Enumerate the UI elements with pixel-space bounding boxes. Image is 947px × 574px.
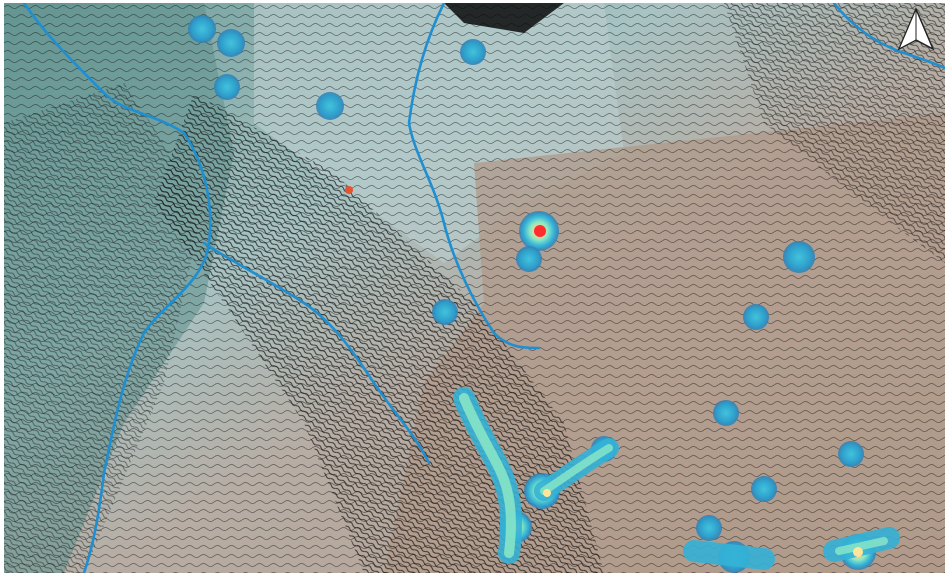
river-west [22, 3, 212, 573]
hotspot[interactable] [460, 39, 486, 65]
northeast-contours [724, 3, 945, 263]
north-arrow-icon [897, 7, 935, 51]
hotspot[interactable] [783, 241, 815, 273]
hotspot[interactable] [713, 400, 739, 426]
hotspot[interactable] [751, 476, 777, 502]
river-central [202, 241, 431, 465]
hotspot[interactable] [217, 29, 245, 57]
river-north [407, 3, 541, 350]
map-canvas[interactable] [4, 3, 945, 573]
hotspot[interactable] [432, 299, 458, 325]
river-northeast [832, 3, 945, 70]
hotspot[interactable] [696, 515, 722, 541]
hotspot[interactable] [516, 246, 542, 272]
hotspot[interactable] [188, 15, 216, 43]
heat-corridor [453, 225, 900, 570]
river-network [22, 3, 945, 573]
terrain-map [4, 3, 945, 573]
peak-marker [345, 186, 353, 194]
hotspot[interactable] [316, 92, 344, 120]
hotspot[interactable] [743, 304, 769, 330]
west-contours [4, 83, 204, 573]
hotspot[interactable] [214, 74, 240, 100]
hotspot[interactable] [838, 441, 864, 467]
dark-patch [444, 3, 564, 33]
